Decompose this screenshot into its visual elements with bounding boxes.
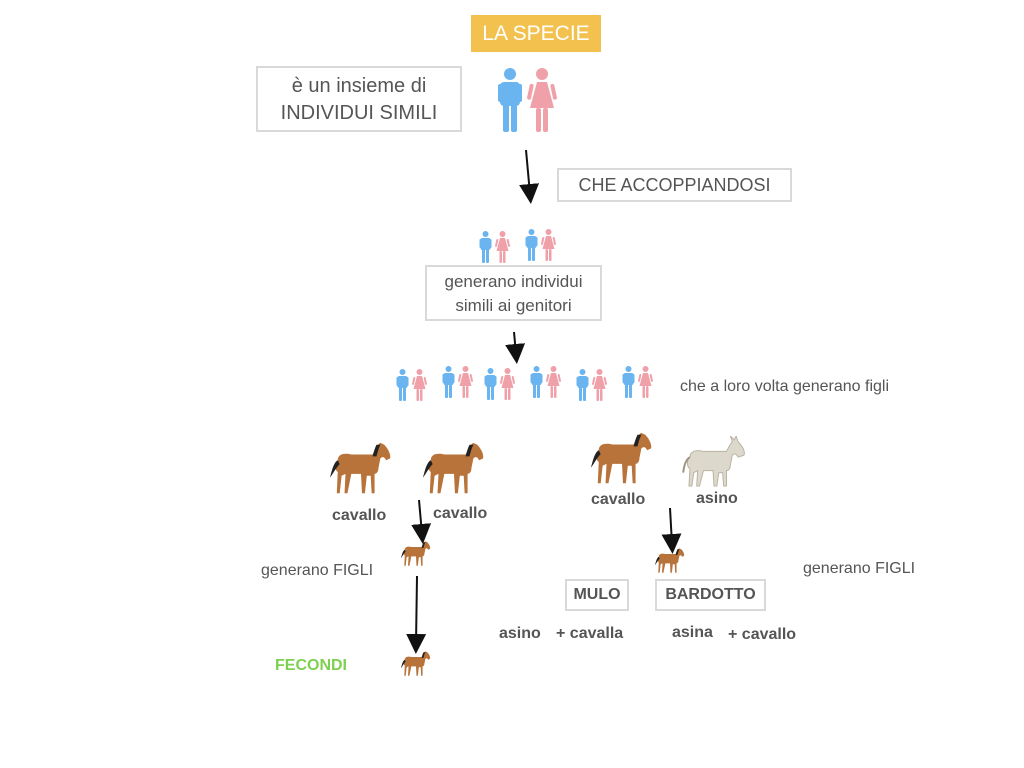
definition-line-2: INDIVIDUI SIMILI xyxy=(280,102,438,124)
page-title: LA SPECIE xyxy=(471,15,601,52)
arrow-icon xyxy=(406,575,427,654)
hinny-parent-b: + cavallo xyxy=(728,626,797,643)
generate-line-2: simili ai genitori xyxy=(455,296,572,315)
foal-icon xyxy=(655,548,685,573)
mating-box: CHE ACCOPPIANDOSI xyxy=(557,168,792,202)
left-parent-1-label: cavallo xyxy=(332,507,387,524)
horse-icon xyxy=(330,442,391,494)
definition-line-1: è un insieme di xyxy=(291,75,427,97)
right-parent-1-label: cavallo xyxy=(591,491,646,508)
hinny-box: BARDOTTO xyxy=(655,579,766,611)
right-parent-2-label: asino xyxy=(696,490,738,507)
arrow-icon xyxy=(519,149,540,204)
population-icons xyxy=(396,366,653,401)
horse-icon xyxy=(591,432,652,484)
left-parent-2-label: cavallo xyxy=(433,505,488,522)
fertile-label: FECONDI xyxy=(275,657,347,674)
generate-line-1: generano individui xyxy=(444,272,583,291)
mule-parent-b: + cavalla xyxy=(556,625,624,642)
arrow-icon xyxy=(411,499,432,544)
definition-box: è un insieme di INDIVIDUI SIMILI xyxy=(256,66,462,132)
horse-icon xyxy=(423,442,484,494)
two-couples-icon xyxy=(479,229,556,263)
arrow-icon xyxy=(505,331,526,364)
foal-icon xyxy=(401,541,431,566)
mule-parent-a: asino xyxy=(499,625,541,642)
left-offspring-label: generano FIGLI xyxy=(261,562,374,579)
donkey-icon xyxy=(682,436,746,488)
generate-box: generano individui simili ai genitori xyxy=(425,265,602,321)
foal-icon xyxy=(401,651,431,676)
right-offspring-label: generano FIGLI xyxy=(803,560,916,577)
arrow-icon xyxy=(661,507,682,554)
children-generate-text: che a loro volta generano figli xyxy=(680,378,890,395)
hinny-parent-a: asina xyxy=(672,624,713,641)
mule-box: MULO xyxy=(565,579,629,611)
